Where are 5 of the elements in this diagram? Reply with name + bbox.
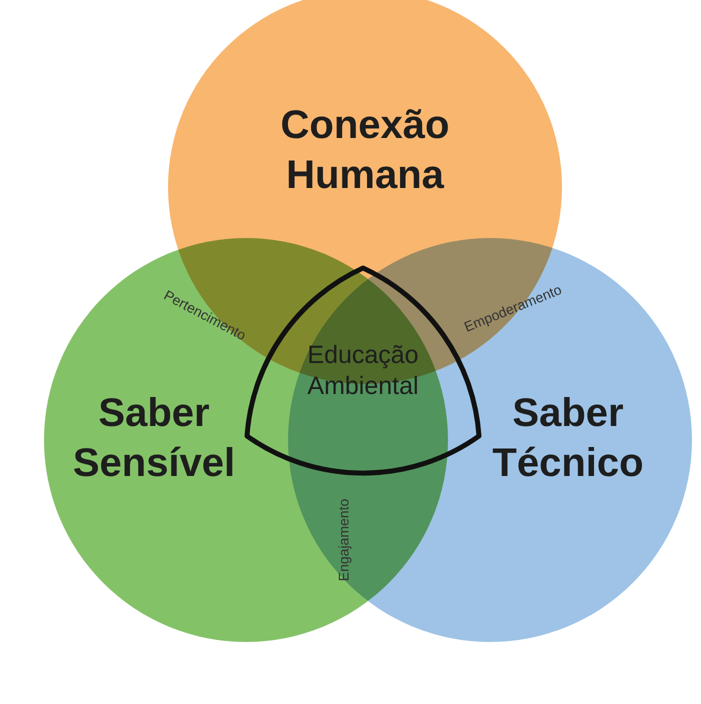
circle-title: Conexão Humana (280, 102, 450, 199)
overlap-label: Engajamento (334, 498, 351, 582)
circle-title: Saber Técnico (491, 390, 645, 487)
circle-title: Saber Sensível (72, 390, 236, 487)
center-title: Educação Ambiental (306, 340, 420, 402)
